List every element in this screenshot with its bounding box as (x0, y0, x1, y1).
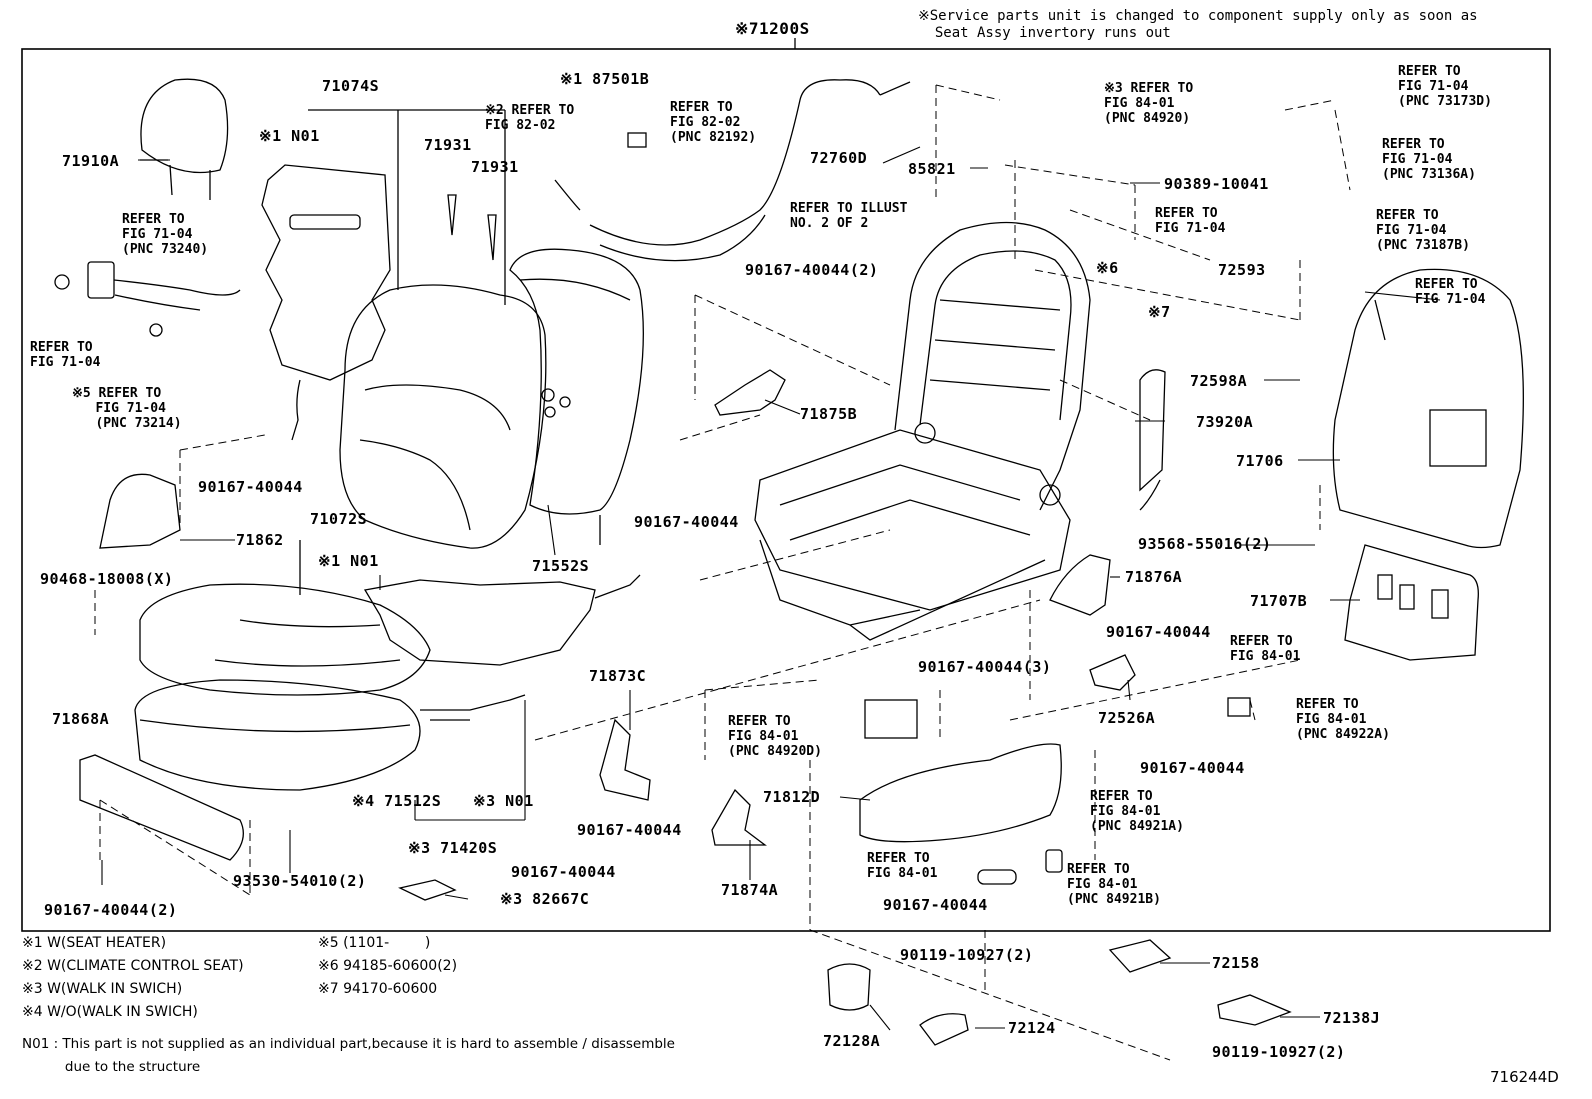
part-callout[interactable]: 93530-54010(2) (233, 872, 367, 890)
part-callout[interactable]: ※4 71512S (352, 792, 442, 810)
part-callout[interactable]: 90167-40044(2) (44, 901, 178, 919)
refer-to-link[interactable]: REFER TO FIG 71-04 (PNC 73173D) (1398, 64, 1492, 109)
refer-to-link[interactable]: REFER TO FIG 71-04 (PNC 73187B) (1376, 208, 1470, 253)
part-callout[interactable]: 90167-40044 (577, 821, 682, 839)
cover-71875b (714, 369, 786, 416)
part-callout[interactable]: 85821 (908, 160, 956, 178)
part-callout[interactable]: ※1 N01 (259, 127, 320, 145)
part-72158 (1108, 939, 1172, 973)
service-note: ※Service parts unit is changed to compon… (918, 8, 1478, 41)
seat-frame-drawing (754, 221, 1091, 641)
seatback-cover (339, 284, 547, 549)
heater-mat-back (261, 164, 391, 381)
part-callout[interactable]: 71874A (721, 881, 779, 899)
heater-mat-cushion (363, 579, 596, 666)
cushion-cover (139, 583, 431, 696)
refer-to-link[interactable]: REFER TO FIG 71-04 (30, 340, 101, 370)
part-callout[interactable]: 71875B (800, 405, 858, 423)
part-callout[interactable]: 93568-55016(2) (1138, 535, 1272, 553)
part-callout[interactable]: ※7 (1148, 303, 1171, 321)
part-callout[interactable]: 90468-18008(X) (40, 570, 174, 588)
part-callout[interactable]: 72128A (823, 1032, 881, 1050)
part-callout[interactable]: 72124 (1008, 1019, 1056, 1037)
refer-to-link[interactable]: ※3 REFER TO FIG 84-01 (PNC 84920) (1104, 81, 1194, 126)
part-callout[interactable]: 71706 (1236, 452, 1284, 470)
refer-to-link[interactable]: REFER TO FIG 82-02 (PNC 82192) (670, 100, 757, 145)
part-callout[interactable]: 72593 (1218, 261, 1266, 279)
refer-to-link[interactable]: REFER TO FIG 84-01 (PNC 84921B) (1067, 862, 1161, 907)
assembly-label: ※71200S (735, 19, 810, 38)
part-callout[interactable]: 72526A (1098, 709, 1156, 727)
front-panel (79, 754, 244, 861)
refer-to-link[interactable]: ※5 REFER TO FIG 71-04 (PNC 73214) (72, 386, 182, 431)
cushion-pad (134, 679, 421, 791)
part-callout[interactable]: 72760D (810, 149, 868, 167)
refer-to-link[interactable]: ※2 REFER TO FIG 82-02 (485, 103, 575, 133)
part-callout[interactable]: 71873C (589, 667, 647, 685)
part-callout[interactable]: 71707B (1250, 592, 1308, 610)
part-callout[interactable]: 71074S (322, 77, 380, 95)
part-callout[interactable]: 71876A (1125, 568, 1183, 586)
refer-to-link[interactable]: REFER TO FIG 71-04 (PNC 73136A) (1382, 137, 1476, 182)
refer-to-link[interactable]: REFER TO FIG 84-01 (PNC 84922A) (1296, 697, 1390, 742)
part-callout[interactable]: ※6 (1096, 259, 1119, 277)
footnote-parts: ※5 (1101- ) ※6 94185-60600(2) ※7 94170-6… (318, 935, 458, 997)
buckle-drawing (54, 261, 241, 337)
refer-to-link[interactable]: REFER TO FIG 84-01 (PNC 84921A) (1090, 789, 1184, 834)
footnote-n01: N01 : This part is not supplied as an in… (22, 1036, 675, 1075)
refer-to-link[interactable]: REFER TO FIG 71-04 (PNC 73240) (122, 212, 209, 257)
part-callout[interactable]: 73920A (1196, 413, 1254, 431)
part-callout[interactable]: ※1 87501B (560, 70, 650, 88)
part-callout[interactable]: 90167-40044(2) (745, 261, 879, 279)
part-callout[interactable]: 71910A (62, 152, 120, 170)
part-callout[interactable]: ※3 N01 (473, 792, 534, 810)
refer-to-link[interactable]: REFER TO FIG 84-01 (1230, 634, 1301, 664)
refer-to-link[interactable]: REFER TO FIG 84-01 (867, 851, 938, 881)
refer-to-link[interactable]: REFER TO FIG 71-04 (1415, 277, 1486, 307)
part-callout[interactable]: 90167-40044(3) (918, 658, 1052, 676)
part-callout[interactable]: 90389-10041 (1164, 175, 1269, 193)
refer-to-link[interactable]: REFER TO FIG 84-01 (PNC 84920D) (728, 714, 822, 759)
part-callout[interactable]: 71072S (310, 510, 368, 528)
part-callout[interactable]: 71812D (763, 788, 821, 806)
part-callout[interactable]: ※1 N01 (318, 552, 379, 570)
part-callout[interactable]: 72158 (1212, 954, 1260, 972)
part-callout[interactable]: 90167-40044 (511, 863, 616, 881)
part-callout[interactable]: 72138J (1323, 1009, 1381, 1027)
part-callout[interactable]: 71931 (424, 136, 472, 154)
part-callout[interactable]: 71862 (236, 531, 284, 549)
part-callout[interactable]: 90167-40044 (198, 478, 303, 496)
part-callout[interactable]: 90167-40044 (634, 513, 739, 531)
part-callout[interactable]: 90119-10927(2) (900, 946, 1034, 964)
part-callout[interactable]: 71868A (52, 710, 110, 728)
seatback-pad (509, 248, 644, 515)
diagram-frame (21, 48, 1551, 932)
refer-to-link[interactable]: REFER TO ILLUST NO. 2 OF 2 (790, 201, 908, 231)
side-shield-inner (1344, 544, 1479, 661)
part-callout[interactable]: 71552S (532, 557, 590, 575)
part-callout[interactable]: 90119-10927(2) (1212, 1043, 1346, 1061)
headrest-drawing (140, 78, 229, 200)
part-callout[interactable]: 90167-40044 (1106, 623, 1211, 641)
part-callout[interactable]: 90167-40044 (1140, 759, 1245, 777)
wire-harness-drawing (554, 79, 911, 262)
footnote-conditions: ※1 W(SEAT HEATER) ※2 W(CLIMATE CONTROL S… (22, 935, 244, 1020)
refer-to-link[interactable]: REFER TO FIG 71-04 (1155, 206, 1226, 236)
part-callout[interactable]: ※3 71420S (408, 839, 498, 857)
part-callout[interactable]: 71931 (471, 158, 519, 176)
part-callout[interactable]: 72598A (1190, 372, 1248, 390)
part-callout[interactable]: ※3 82667C (500, 890, 590, 908)
side-airbag (1139, 369, 1166, 492)
part-callout[interactable]: 90167-40044 (883, 896, 988, 914)
side-shield-back (1332, 268, 1524, 549)
figure-id: 716244D (1490, 1068, 1559, 1086)
side-cover-71812d (859, 743, 1062, 843)
